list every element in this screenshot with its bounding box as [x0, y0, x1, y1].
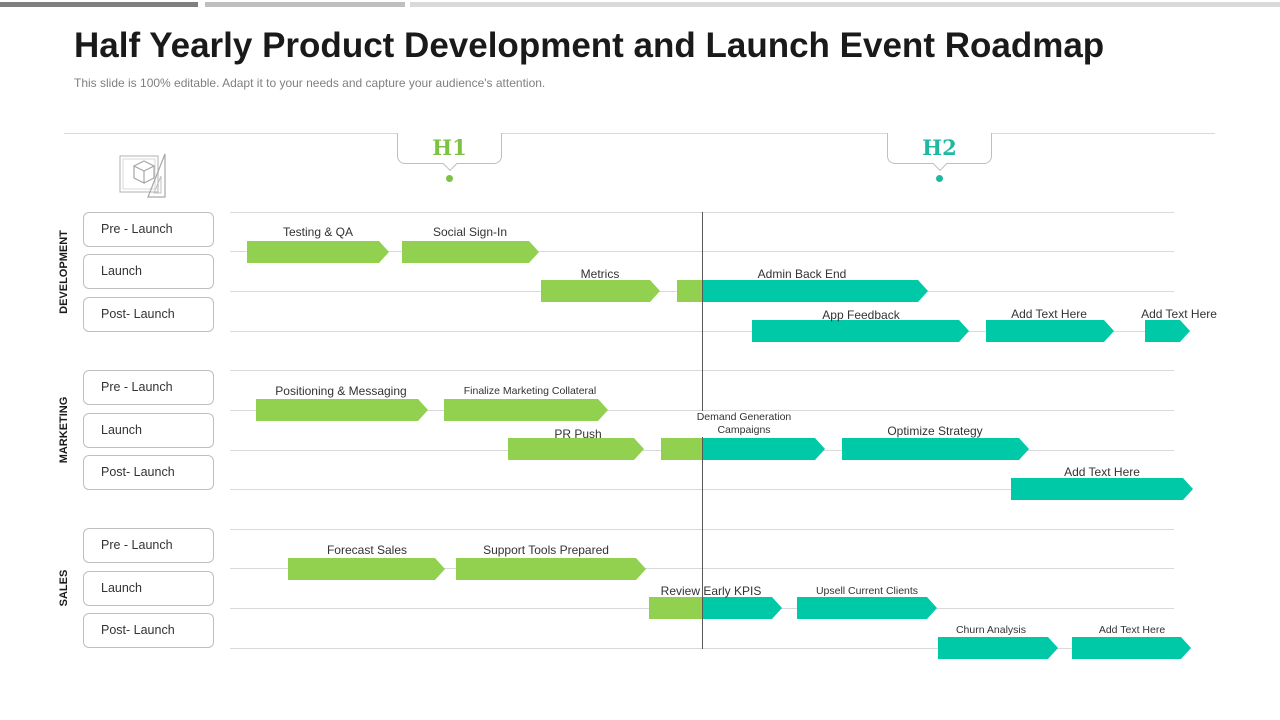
row-label-development-pre-launch: Pre - Launch [83, 212, 214, 247]
task-label-sales-add-text: Add Text Here [1098, 624, 1166, 636]
task-label-finalize-marketing-collateral: Finalize Marketing Collateral [463, 385, 597, 397]
h1-label: H1 [432, 135, 467, 160]
task-bar-add-text-1 [986, 320, 1114, 342]
row-label-sales-post-launch: Post- Launch [83, 613, 214, 648]
task-label-metrics: Metrics [580, 267, 620, 281]
task-label-app-feedback: App Feedback [822, 308, 900, 322]
task-bar-marketing-add-text [1011, 478, 1193, 500]
task-bar-demand-generation [661, 438, 825, 460]
top-accent-bar-3 [410, 2, 1280, 7]
task-bar-metrics [541, 280, 660, 302]
task-label-support-tools-prepared: Support Tools Prepared [483, 543, 609, 557]
task-bar-review-early-kpis [649, 597, 782, 619]
task-label-optimize-strategy: Optimize Strategy [887, 424, 983, 438]
task-label-add-text-2: Add Text Here [1141, 307, 1217, 321]
task-label-marketing-add-text: Add Text Here [1064, 465, 1140, 479]
task-bar-sales-add-text [1072, 637, 1191, 659]
row-label-marketing-launch: Launch [83, 413, 214, 448]
task-bar-forecast-sales [288, 558, 445, 580]
task-label-social-sign-in: Social Sign-In [432, 225, 508, 239]
h2-label: H2 [922, 135, 957, 160]
task-bar-pr-push [508, 438, 644, 460]
h1-marker-dot [446, 175, 453, 182]
row-label-sales-launch: Launch [83, 571, 214, 606]
task-bar-churn-analysis [938, 637, 1058, 659]
task-label-positioning-messaging: Positioning & Messaging [275, 384, 407, 398]
h2-marker-dot [936, 175, 943, 182]
task-label-review-early-kpis: Review Early KPIS [660, 584, 762, 598]
task-bar-upsell-current-clients [797, 597, 937, 619]
task-bar-finalize-marketing-collateral [444, 399, 608, 421]
task-label-add-text-1: Add Text Here [1011, 307, 1087, 321]
header-separator [64, 133, 1215, 134]
task-bar-positioning-messaging [256, 399, 428, 421]
task-label-admin-back-end: Admin Back End [757, 267, 847, 281]
page-subtitle: This slide is 100% editable. Adapt it to… [74, 76, 546, 90]
task-bar-optimize-strategy [842, 438, 1029, 460]
task-bar-add-text-2 [1145, 320, 1190, 342]
section-label-marketing: MARKETING [58, 396, 70, 464]
row-label-sales-pre-launch: Pre - Launch [83, 528, 214, 563]
top-accent-bar-1 [0, 2, 198, 7]
task-label-churn-analysis: Churn Analysis [955, 624, 1027, 636]
row-label-marketing-post-launch: Post- Launch [83, 455, 214, 490]
row-label-marketing-pre-launch: Pre - Launch [83, 370, 214, 405]
task-bar-app-feedback [752, 320, 969, 342]
task-label-upsell-current-clients: Upsell Current Clients [815, 585, 919, 597]
row-label-development-launch: Launch [83, 254, 214, 289]
task-bar-testing-qa [247, 241, 389, 263]
task-bar-admin-back-end [677, 280, 928, 302]
section-label-development: DEVELOPMENT [58, 230, 70, 314]
task-label-pr-push: PR Push [554, 427, 602, 441]
top-accent-bar-2 [205, 2, 405, 7]
task-bar-support-tools-prepared [456, 558, 646, 580]
row-label-development-post-launch: Post- Launch [83, 297, 214, 332]
task-label-demand-generation: Demand Generation Campaigns [671, 411, 817, 437]
blueprint-icon [119, 153, 166, 198]
task-label-forecast-sales: Forecast Sales [326, 543, 408, 557]
task-label-testing-qa: Testing & QA [282, 225, 354, 239]
page-title: Half Yearly Product Development and Laun… [74, 26, 1105, 65]
h2-callout: H2 [887, 133, 992, 164]
h1-callout: H1 [397, 133, 502, 164]
task-bar-social-sign-in [402, 241, 539, 263]
section-label-sales: SALES [58, 569, 70, 607]
